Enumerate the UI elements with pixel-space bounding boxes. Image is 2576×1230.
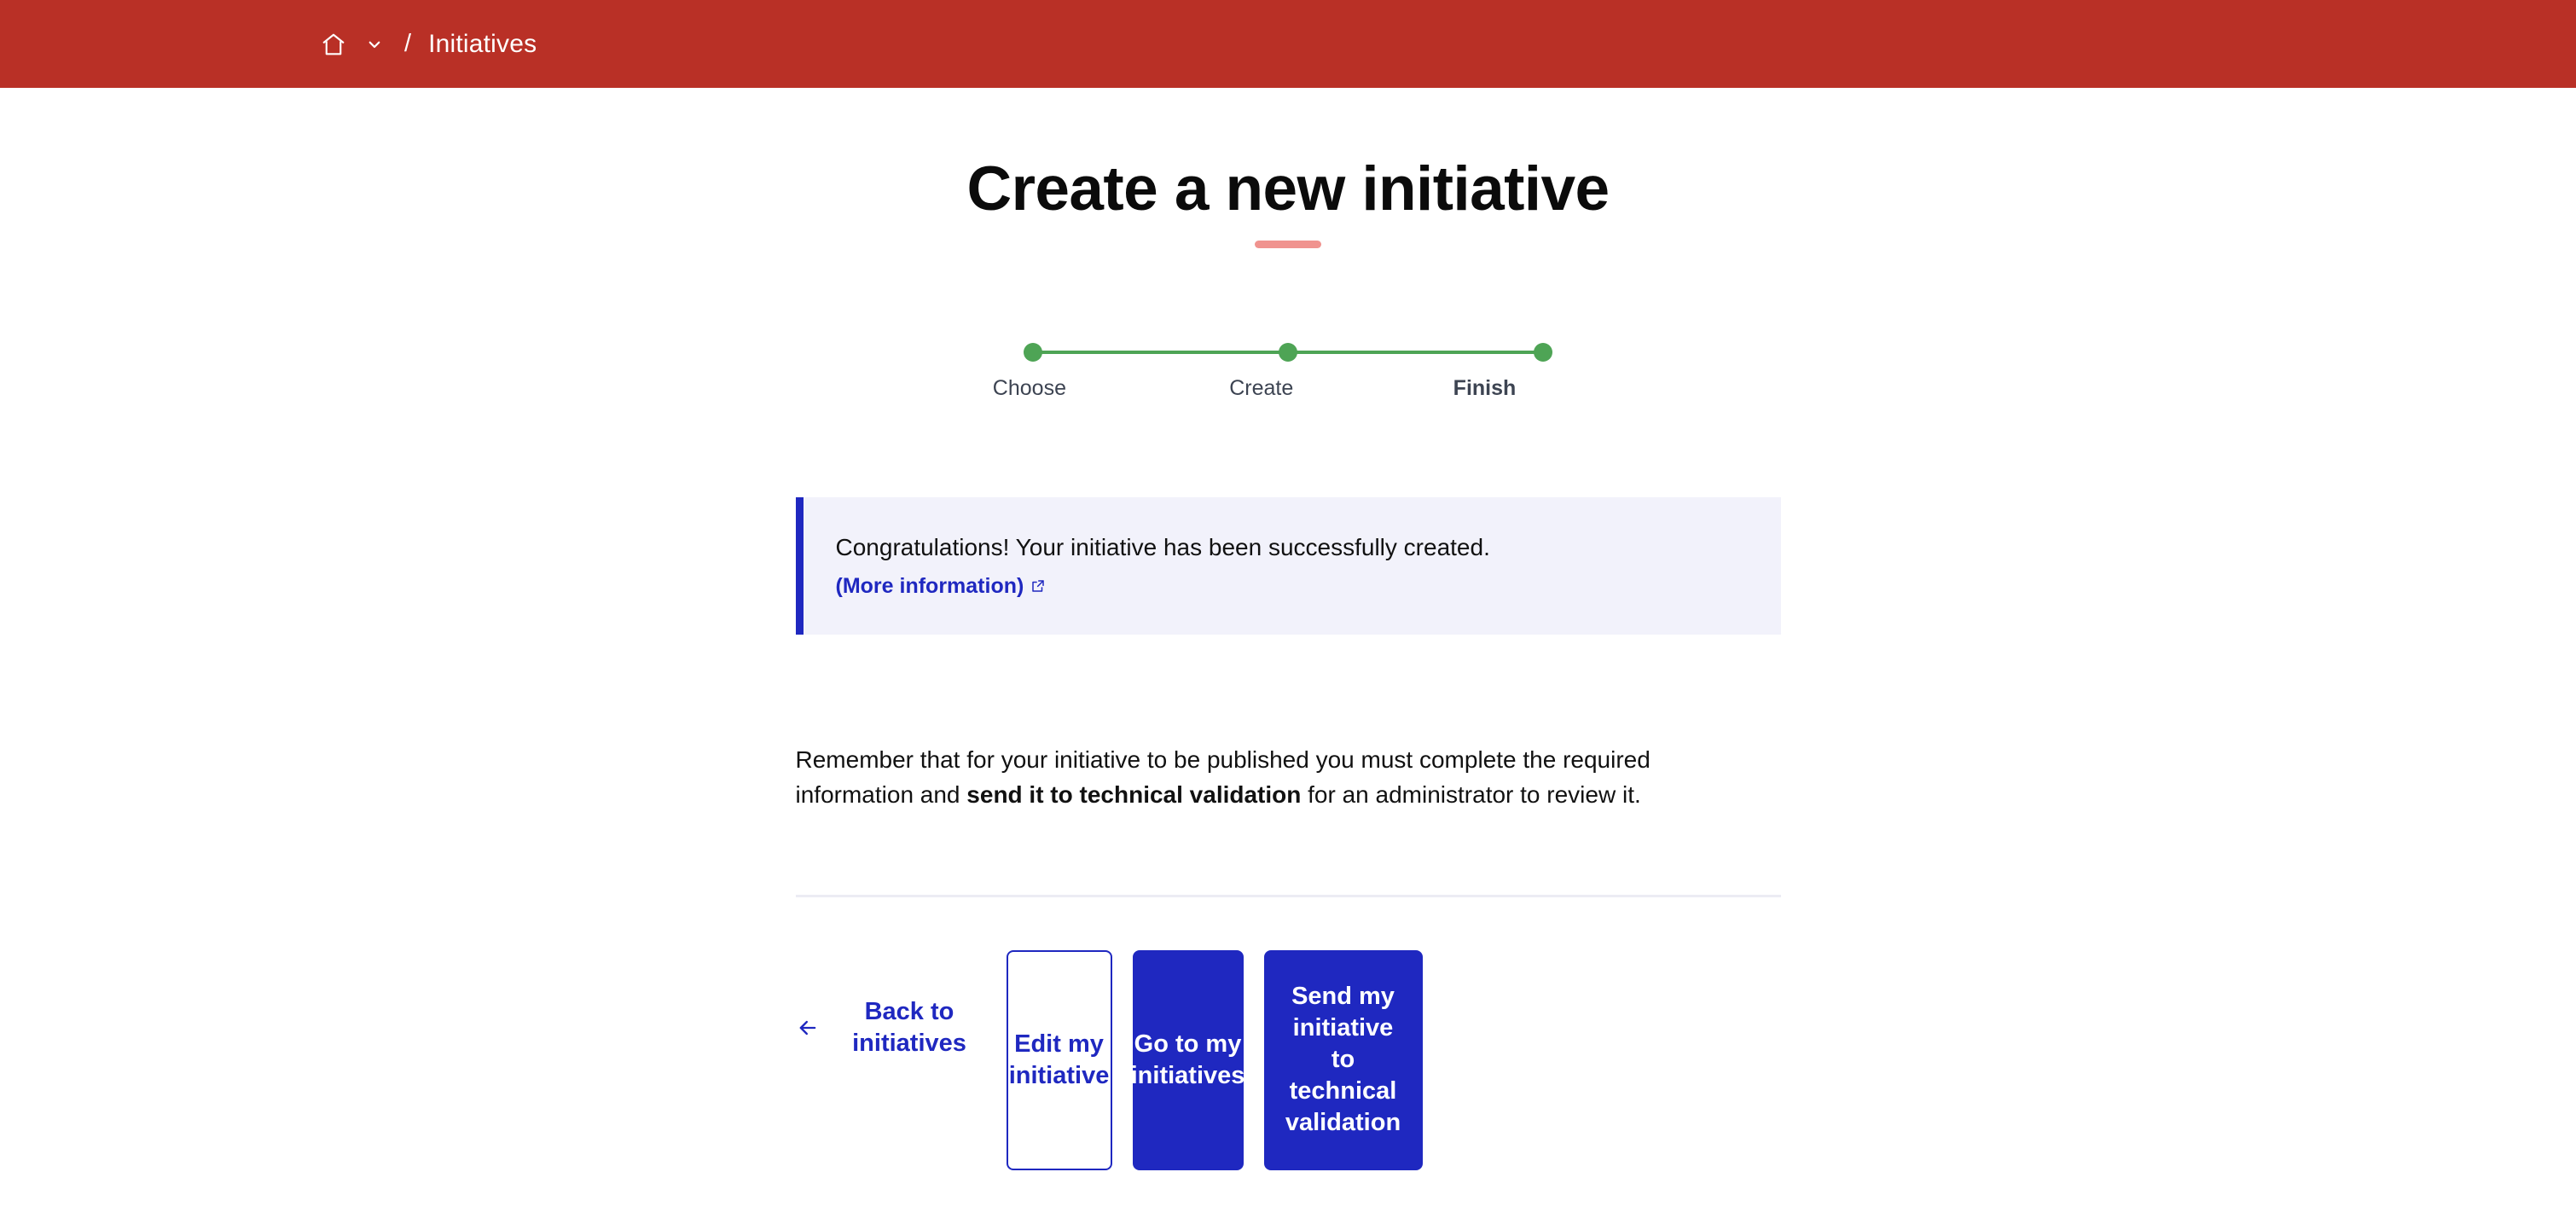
page-title-section: Create a new initiative	[0, 88, 2576, 248]
home-icon[interactable]	[316, 26, 351, 62]
note-part-one: Remember that for your initiative to be …	[795, 746, 1651, 809]
breadcrumb-current-page[interactable]: Initiatives	[428, 29, 537, 58]
publication-note: Remember that for your initiative to be …	[796, 742, 1751, 813]
stepper-labels: Choose Create Finish	[993, 376, 1552, 400]
page-title: Create a new initiative	[966, 154, 1610, 223]
title-accent-rule	[1255, 241, 1321, 248]
top-navigation-bar: / Initiatives	[0, 0, 2576, 88]
edit-my-initiative-button[interactable]: Edit my initiative	[1006, 949, 1112, 1170]
content-column: Congratulations! Your initiative has bee…	[795, 497, 1781, 1170]
note-bold-phrase: send it to technical validation	[966, 781, 1302, 809]
success-callout: Congratulations! Your initiative has bee…	[795, 497, 1781, 635]
arrow-left-icon	[796, 1016, 820, 1040]
note-part-two: for an administrator to review it.	[1301, 781, 1641, 809]
edit-my-initiative-label: Edit my initiative	[1008, 1030, 1110, 1089]
go-to-my-initiatives-label: Go to my initiatives	[1130, 1030, 1245, 1089]
stepper-dot-create[interactable]	[1279, 343, 1297, 362]
more-information-link[interactable]: (More information)	[836, 574, 1047, 599]
stepper-label-create: Create	[1229, 376, 1294, 400]
back-to-initiatives-link[interactable]: Back to initiatives	[796, 950, 984, 1059]
more-information-label: (More information)	[835, 573, 1024, 598]
action-bar: Back to initiatives Edit my initiative G…	[796, 949, 1781, 1170]
back-to-initiatives-label: Back to initiatives	[852, 997, 966, 1057]
breadcrumb-separator: /	[404, 30, 412, 57]
breadcrumb: / Initiatives	[316, 26, 537, 62]
go-to-my-initiatives-button[interactable]: Go to my initiatives	[1130, 949, 1245, 1170]
success-message: Congratulations! Your initiative has bee…	[835, 534, 1490, 560]
chevron-down-icon[interactable]	[360, 30, 389, 59]
progress-stepper: Choose Create Finish	[0, 339, 2576, 399]
send-to-technical-validation-button[interactable]: Send my initiative to technical validati…	[1263, 949, 1423, 1170]
stepper-label-choose: Choose	[992, 376, 1066, 400]
section-divider	[795, 894, 1781, 897]
stepper-dot-choose[interactable]	[1024, 343, 1042, 362]
send-to-technical-validation-label: Send my initiative to technical validati…	[1285, 982, 1401, 1137]
stepper-track	[1024, 339, 1552, 365]
stepper-dot-finish[interactable]	[1534, 343, 1552, 362]
external-link-icon	[1030, 578, 1046, 594]
stepper-label-finish: Finish	[1453, 376, 1517, 400]
page-body: Create a new initiative Choose Create Fi…	[0, 88, 2576, 1170]
